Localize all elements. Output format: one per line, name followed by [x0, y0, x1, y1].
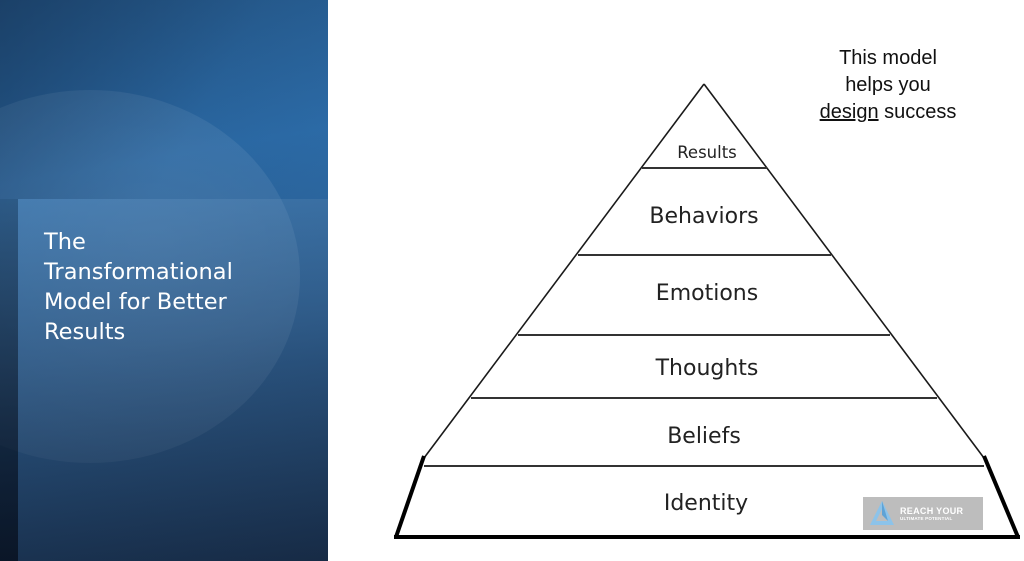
level-label-identity: Identity	[664, 491, 748, 516]
annotation-line: design success	[790, 99, 986, 126]
slide-title-line: Results	[44, 319, 126, 345]
level-label-results: Results	[677, 143, 737, 162]
slide-title-line: Model for Better	[44, 289, 227, 315]
slide-title-line: Transformational	[44, 259, 233, 285]
level-label-behaviors: Behaviors	[649, 204, 758, 229]
level-label-beliefs: Beliefs	[667, 424, 741, 449]
brand-logo: REACH YOUR ULTIMATE POTENTIAL	[863, 497, 983, 530]
triangle-logo-icon	[870, 501, 894, 525]
slide-title: The Transformational Model for Better Re…	[44, 227, 324, 347]
panel-top-shade	[0, 0, 328, 199]
annotation-line-rest: success	[878, 101, 957, 123]
level-label-thoughts: Thoughts	[655, 356, 759, 381]
annotation-line: This model	[839, 47, 937, 69]
annotation-line: helps you	[845, 74, 931, 96]
pyramid-base-right-edge	[982, 455, 1020, 538]
annotation-text: This model helps you design success	[790, 45, 986, 126]
panel-band	[18, 199, 328, 561]
pyramid-left-edge	[423, 83, 705, 459]
title-panel	[0, 0, 328, 561]
annotation-underlined-word: design	[819, 101, 879, 123]
logo-text: REACH YOUR	[900, 506, 964, 516]
pyramid-base-left-edge	[394, 455, 426, 538]
logo-subtext: ULTIMATE POTENTIAL	[900, 516, 953, 521]
level-label-emotions: Emotions	[656, 281, 758, 306]
pyramid-right-edge	[703, 83, 985, 459]
panel-left-strip	[0, 199, 18, 561]
slide-title-line: The	[44, 229, 86, 255]
